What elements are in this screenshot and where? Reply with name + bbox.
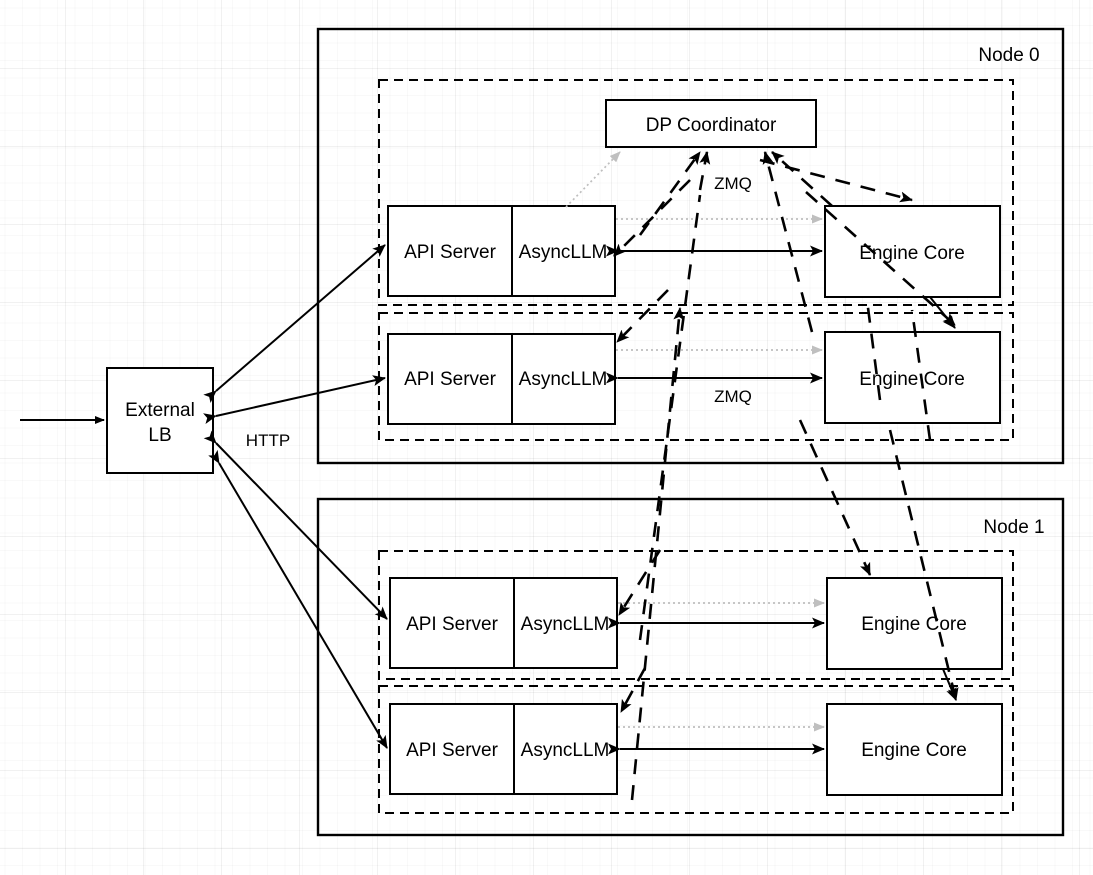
http-arrow-lb-to-n0r0 <box>203 244 386 404</box>
zmq-arrow-coordinator-to-asyncllm-n1r1 <box>619 667 647 713</box>
zmq-arrow-coordinator-to-n1r0 <box>798 419 872 576</box>
node-0-label: Node 0 <box>978 45 1039 66</box>
engine-core-box-n0r1[interactable] <box>824 331 1001 424</box>
dp-coordinator-label: DP Coordinator <box>646 115 777 136</box>
engine-core-label-n0r1: Engine Core <box>859 369 965 390</box>
zmq-label-top: ZMQ <box>714 174 752 193</box>
zmq-arrow-n1r0-core-to-coordinator <box>698 151 711 191</box>
http-arrow-lb-to-n1r1 <box>208 449 388 749</box>
async-llm-label-n1r0: AsyncLLM <box>521 614 610 635</box>
zmq-arrow-n0r0-core-to-coordinator <box>771 151 833 207</box>
zmq-arrow-coordinator-to-asyncllm-n0r1 <box>616 289 669 343</box>
api-server-box-n0r1[interactable] <box>387 333 616 425</box>
zmq-arrow-n0r1-core-to-coordinator <box>762 151 814 333</box>
engine-core-label-n0r0: Engine Core <box>859 243 965 264</box>
dp-coordinator-box[interactable] <box>605 99 817 148</box>
zmq-arrow-n1r1-core-to-coordinator <box>638 151 702 236</box>
api-server-label-n0r0: API Server <box>404 242 497 263</box>
engine-core-label-n1r1: Engine Core <box>861 740 967 761</box>
async-llm-label-n1r1: AsyncLLM <box>521 740 610 761</box>
async-llm-label-n0r0: AsyncLLM <box>519 242 608 263</box>
zmq-arrow-coordinator-to-n0r0 <box>759 158 913 203</box>
api-server-label-n1r0: API Server <box>406 614 499 635</box>
api-server-box-n1r1[interactable] <box>389 703 618 795</box>
stats-dotted-arrow-asyncllm-to-coordinator <box>565 151 621 208</box>
http-arrow-lb-to-n0r1 <box>203 375 386 424</box>
zmq-arrow-coordinator-to-n0r1 <box>805 191 956 326</box>
async-llm-label-n0r1: AsyncLLM <box>519 369 608 390</box>
zmq-label-mid: ZMQ <box>714 387 752 406</box>
zmq-leg-n1r1-descend <box>910 309 932 441</box>
api-server-label-n1r1: API Server <box>406 740 499 761</box>
node-0-group-0 <box>378 79 1014 306</box>
engine-core-box-n0r0[interactable] <box>824 205 1001 298</box>
engine-core-box-n1r0[interactable] <box>826 577 1003 670</box>
api-server-box-n1r0[interactable] <box>389 577 618 669</box>
http-label: HTTP <box>246 431 290 450</box>
connector-arrow-n0r1-core <box>929 296 956 329</box>
api-server-label-n0r1: API Server <box>404 369 497 390</box>
zmq-leg-n1r0-descend <box>865 299 882 401</box>
node-1-label: Node 1 <box>983 517 1044 538</box>
zmq-arrow-coordinator-to-asyncllm-n0r0 <box>613 179 691 257</box>
external-lb-label-line1: External <box>125 400 195 421</box>
zmq-arrow-coordinator-to-n1r1 <box>888 429 959 701</box>
http-arrow-lb-to-n1r0 <box>203 430 388 620</box>
connector-arrow-n1r1-core <box>942 668 957 701</box>
zmq-arrow-coordinator-to-asyncllm-n1r0 <box>617 549 662 616</box>
engine-core-label-n1r0: Engine Core <box>861 614 967 635</box>
engine-core-box-n1r1[interactable] <box>826 703 1003 796</box>
zmq-leg-n1r0-up <box>638 194 702 641</box>
node-1-group-1 <box>378 685 1014 814</box>
external-lb-label-line2: LB <box>148 425 171 446</box>
